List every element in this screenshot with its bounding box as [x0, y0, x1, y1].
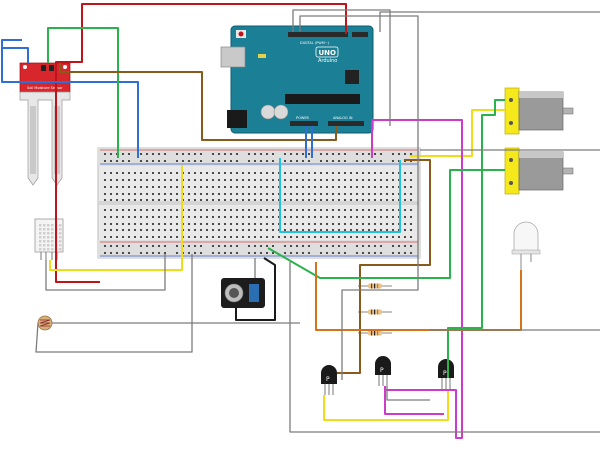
power-header — [290, 121, 318, 126]
wire-blue-2 — [1, 39, 22, 48]
svg-text:P: P — [326, 376, 330, 383]
resistor-2 — [358, 309, 392, 315]
usb-port — [220, 46, 246, 68]
wire-gray-top2 — [299, 15, 419, 380]
digital-label: DIGITAL (PWM~) — [300, 41, 330, 45]
photoresistor — [37, 315, 53, 331]
transistor-3: P — [438, 359, 454, 389]
transistor-1: P — [321, 365, 337, 395]
wire-yellow-left — [49, 165, 183, 271]
arduino-brand: Arduino — [318, 58, 337, 64]
wire-gray-dht — [45, 254, 166, 291]
dht22-sensor — [34, 218, 64, 260]
uno-logo: UNO — [315, 46, 339, 58]
dc-motor-bottom — [504, 147, 574, 195]
wire-magenta-top — [371, 119, 463, 158]
digital-header — [288, 32, 348, 37]
atmega-chip — [285, 94, 360, 104]
wire-blue — [1, 47, 139, 158]
analog-label: ANALOG IN — [333, 116, 353, 120]
resistor-3 — [358, 330, 392, 336]
wire-brown-right — [337, 159, 431, 374]
svg-text:UNO: UNO — [319, 49, 337, 57]
breadboard — [97, 147, 421, 259]
breadboard-holes — [104, 153, 412, 254]
wire-green-sound — [267, 169, 505, 279]
power-label: POWER — [296, 116, 310, 120]
wire-gray-ldr — [35, 254, 193, 353]
resistors — [358, 283, 392, 336]
wire-gray-trans — [386, 386, 430, 401]
wire-magenta — [384, 128, 463, 439]
svg-text:P: P — [443, 370, 447, 377]
wire-yellow-bottom — [323, 389, 449, 421]
wire-red — [55, 3, 347, 283]
led — [511, 221, 541, 270]
wire-green-motor-top — [447, 99, 505, 378]
wire-black — [235, 257, 276, 321]
analog-header — [328, 121, 364, 126]
soil-moisture-sensor: Soil Moisture Sensor — [19, 62, 71, 186]
arduino-uno: Arduino UNO DIGITAL (PWM~) POWER ANALOG … — [220, 25, 374, 134]
sound-sensor — [221, 278, 265, 308]
soil-probe — [19, 91, 71, 186]
power-jack — [227, 110, 247, 128]
transistor-2: P — [375, 356, 391, 386]
resistor-1 — [358, 283, 392, 289]
wire-gray-top1 — [292, 9, 391, 126]
wire-gray-top3 — [379, 11, 600, 32]
wire-magenta-2 — [384, 390, 444, 415]
wires — [1, 3, 600, 439]
wire-gray-bottom — [289, 262, 600, 433]
wire-brown-soil — [59, 63, 337, 141]
wire-cyan — [279, 158, 401, 233]
soil-sensor-label: Soil Moisture Sensor — [27, 86, 63, 90]
dc-motor-top — [504, 87, 574, 135]
wire-yellow-right — [410, 109, 505, 157]
wire-green-soil — [47, 27, 119, 158]
wire-orange — [315, 262, 522, 331]
svg-text:P: P — [380, 367, 384, 374]
